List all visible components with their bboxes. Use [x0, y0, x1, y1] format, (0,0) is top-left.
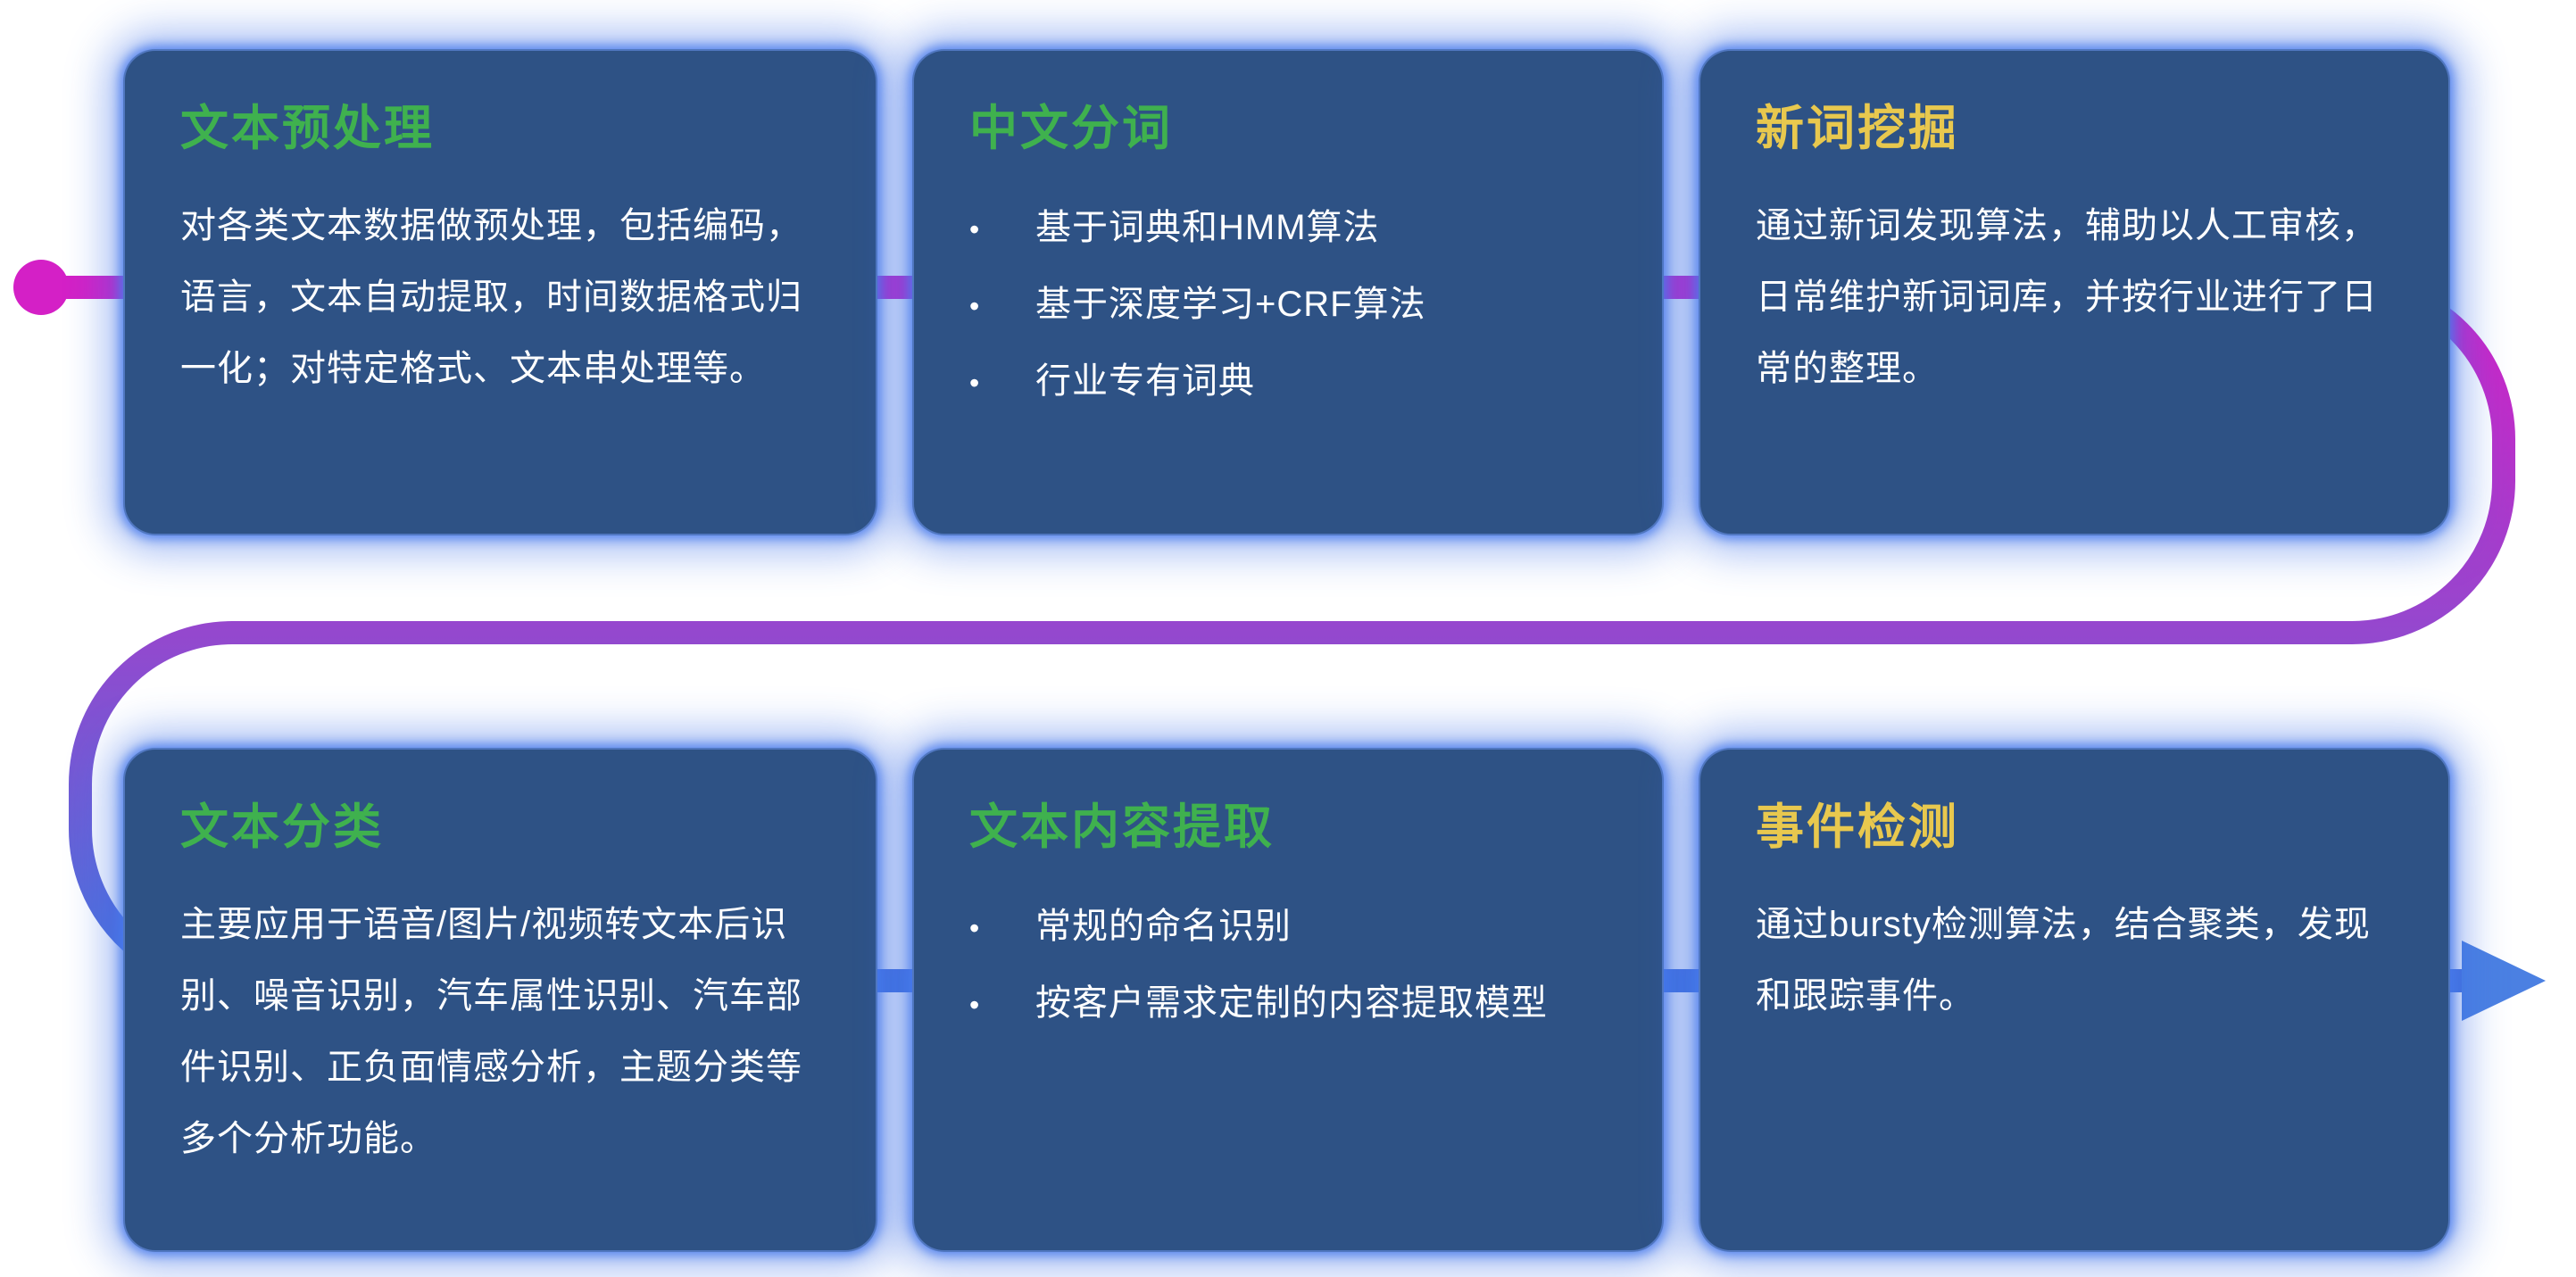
bullet-icon: •	[969, 912, 981, 944]
card-title: 文本内容提取	[969, 800, 1275, 854]
list-item: • 行业专有词典	[969, 344, 1607, 420]
bullet-text: 基于深度学习+CRF算法	[1035, 285, 1426, 324]
card-text-preprocessing: 文本预处理 对各类文本数据做预处理，包括编码，语言，文本自动提取，时间数据格式归…	[123, 49, 877, 535]
list-item: • 按客户需求定制的内容提取模型	[969, 966, 1607, 1042]
bullet-text: 常规的命名识别	[1035, 907, 1292, 946]
card-body: 主要应用于语音/图片/视频转文本后识别、噪音识别，汽车属性识别、汽车部件识别、正…	[180, 905, 802, 1158]
card-title: 文本预处理	[180, 102, 435, 155]
bullet-text: 基于词典和HMM算法	[1035, 208, 1380, 247]
card-title: 新词挖掘	[1756, 102, 1959, 155]
flow-arrow-icon	[2462, 941, 2546, 1021]
bullet-icon: •	[969, 367, 981, 399]
bullet-icon: •	[969, 290, 981, 322]
card-event-detection: 事件检测 通过bursty检测算法，结合聚类，发现和跟踪事件。	[1699, 748, 2450, 1252]
list-item: • 基于深度学习+CRF算法	[969, 267, 1607, 344]
card-bullet-list: • 常规的命名识别 • 按客户需求定制的内容提取模型	[969, 889, 1607, 1042]
card-body: 对各类文本数据做预处理，包括编码，语言，文本自动提取，时间数据格式归一化；对特定…	[180, 206, 802, 388]
card-new-word-mining: 新词挖掘 通过新词发现算法，辅助以人工审核，日常维护新词词库，并按行业进行了日常…	[1699, 49, 2450, 535]
card-title: 文本分类	[180, 800, 384, 854]
flow-connector-line	[29, 276, 2515, 992]
card-body: 通过bursty检测算法，结合聚类，发现和跟踪事件。	[1756, 905, 2371, 1016]
card-bullet-list: • 基于词典和HMM算法 • 基于深度学习+CRF算法 • 行业专有词典	[969, 190, 1607, 420]
card-chinese-word-segmentation: 中文分词 • 基于词典和HMM算法 • 基于深度学习+CRF算法 • 行业专有词…	[912, 49, 1664, 535]
card-title: 中文分词	[969, 102, 1173, 155]
flow-start-dot	[13, 260, 69, 315]
list-item: • 基于词典和HMM算法	[969, 190, 1607, 267]
card-body: 通过新词发现算法，辅助以人工审核，日常维护新词词库，并按行业进行了日常的整理。	[1756, 206, 2378, 388]
bullet-text: 按客户需求定制的内容提取模型	[1035, 983, 1548, 1023]
bullet-text: 行业专有词典	[1035, 361, 1255, 401]
list-item: • 常规的命名识别	[969, 889, 1607, 966]
bullet-icon: •	[969, 989, 981, 1021]
bullet-icon: •	[969, 213, 981, 245]
card-text-content-extraction: 文本内容提取 • 常规的命名识别 • 按客户需求定制的内容提取模型	[912, 748, 1664, 1252]
card-title: 事件检测	[1756, 800, 1959, 854]
card-text-classification: 文本分类 主要应用于语音/图片/视频转文本后识别、噪音识别，汽车属性识别、汽车部…	[123, 748, 877, 1252]
